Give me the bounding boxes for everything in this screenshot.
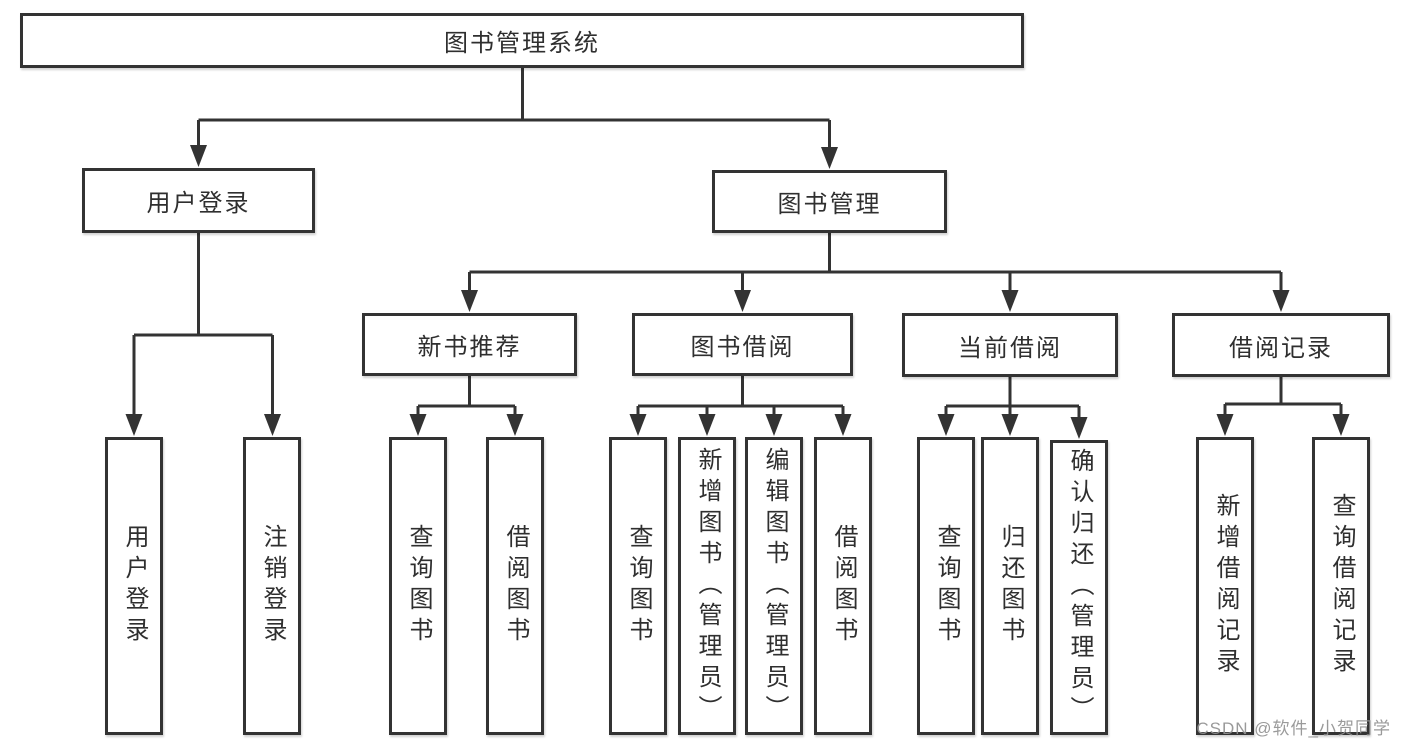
connector-records-to-leaves	[1223, 377, 1343, 416]
arrowhead	[506, 414, 524, 436]
node-leaf-current-query-books-label: 查询图书	[933, 524, 960, 648]
arrowhead	[1216, 414, 1234, 436]
node-leaf-add-borrow-record: 新增借阅记录	[1196, 437, 1254, 735]
connector-user-login-to-leaves	[132, 233, 274, 416]
node-records-label: 借阅记录	[1229, 334, 1333, 362]
arrowhead	[937, 414, 955, 436]
node-book-mgmt-label: 图书管理	[777, 191, 882, 218]
node-leaf-logout: 注销登录	[243, 437, 301, 735]
node-root: 图书管理系统	[20, 13, 1024, 68]
node-leaf-borrow-query-books: 查询图书	[609, 437, 667, 735]
arrowhead	[629, 414, 647, 436]
node-leaf-add-borrow-record-label: 新增借阅记录	[1212, 493, 1239, 679]
node-leaf-query-borrow-record-label: 查询借阅记录	[1328, 493, 1355, 679]
node-leaf-user-login: 用户登录	[105, 437, 163, 735]
arrowhead	[409, 414, 427, 436]
arrowhead	[834, 414, 852, 436]
node-borrow-label: 图书借阅	[690, 334, 795, 361]
arrowhead	[734, 290, 751, 312]
arrowhead	[1070, 417, 1088, 439]
node-root-label: 图书管理系统	[444, 30, 600, 57]
node-leaf-borrow-query-books-label: 查询图书	[625, 524, 652, 648]
node-records: 借阅记录	[1172, 313, 1390, 377]
node-leaf-confirm-return-admin-label: 确认归还（管理员）	[1066, 448, 1093, 727]
connector-current-to-leaves	[944, 377, 1081, 419]
node-leaf-confirm-return-admin: 确认归还（管理员）	[1050, 440, 1108, 735]
node-leaf-newrec-query-books-label: 查询图书	[405, 524, 432, 648]
node-borrow: 图书借阅	[632, 313, 853, 376]
node-leaf-add-books-admin: 新增图书（管理员）	[678, 437, 736, 735]
connector-book-mgmt-to-level3	[468, 233, 1283, 292]
node-leaf-edit-books-admin-label: 编辑图书（管理员）	[761, 446, 788, 726]
node-leaf-edit-books-admin: 编辑图书（管理员）	[745, 437, 803, 735]
node-leaf-query-borrow-record: 查询借阅记录	[1312, 437, 1370, 735]
watermark: CSDN @软件_小贺同学	[1196, 719, 1391, 738]
arrowhead	[1001, 414, 1019, 436]
node-leaf-borrow-books-label: 借阅图书	[830, 524, 857, 648]
node-leaf-newrec-query-books: 查询图书	[389, 437, 447, 735]
arrowhead	[1332, 414, 1350, 436]
node-leaf-add-books-admin-label: 新增图书（管理员）	[694, 446, 721, 726]
arrowhead	[765, 414, 783, 436]
arrowhead	[821, 147, 838, 169]
arrowhead	[1001, 290, 1019, 312]
connector-root-to-level2	[197, 68, 831, 149]
arrowheads	[125, 145, 1350, 439]
node-leaf-return-books: 归还图书	[981, 437, 1039, 735]
arrowhead	[125, 414, 143, 436]
arrowhead	[461, 290, 478, 312]
node-leaf-user-login-label: 用户登录	[121, 524, 148, 648]
node-new-rec: 新书推荐	[362, 313, 577, 376]
connector-borrow-to-leaves	[636, 376, 845, 416]
arrowhead	[698, 414, 716, 436]
node-leaf-borrow-books: 借阅图书	[814, 437, 872, 735]
node-user-login: 用户登录	[82, 168, 315, 233]
node-current-label: 当前借阅	[958, 334, 1062, 362]
node-user-login-label: 用户登录	[146, 190, 251, 217]
node-leaf-return-books-label: 归还图书	[997, 524, 1024, 648]
node-leaf-current-query-books: 查询图书	[917, 437, 975, 735]
node-leaf-logout-label: 注销登录	[259, 524, 286, 648]
arrowhead	[190, 145, 207, 167]
node-book-mgmt: 图书管理	[712, 170, 947, 233]
node-leaf-newrec-borrow-books: 借阅图书	[486, 437, 544, 735]
connector-new-rec-to-leaves	[416, 376, 517, 416]
node-current: 当前借阅	[902, 313, 1118, 377]
arrowhead	[1272, 290, 1290, 312]
arrowhead	[264, 414, 281, 436]
node-leaf-newrec-borrow-books-label: 借阅图书	[502, 524, 529, 648]
node-new-rec-label: 新书推荐	[417, 334, 522, 361]
